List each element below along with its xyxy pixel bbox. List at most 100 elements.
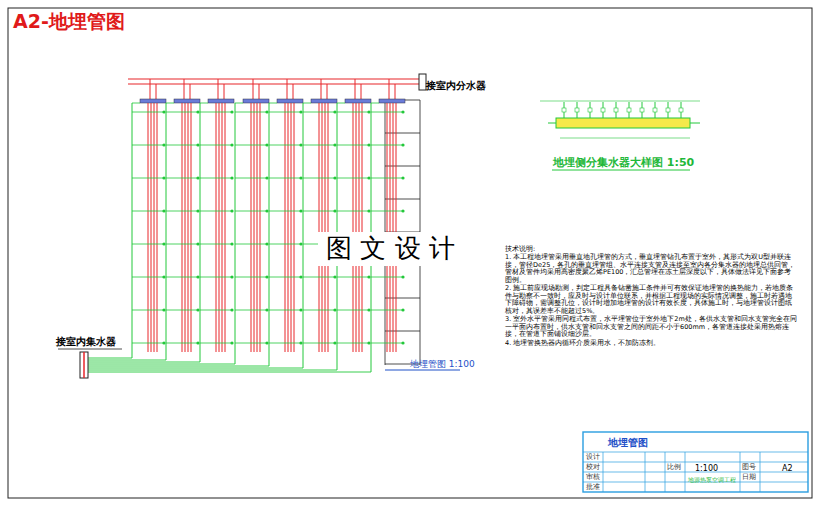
riser-pipe [361,84,362,100]
borehole-pipe [393,103,394,352]
drawing-label: 接室内集水器 [56,336,116,348]
title-block-cell: 1:100 [695,464,718,473]
borehole-dot [299,341,302,344]
borehole-dot [333,275,336,278]
valve-symbol [666,108,670,112]
borehole-dot [299,308,302,311]
dimension-line [540,101,700,102]
borehole-dot [230,176,233,179]
collector-header [140,99,166,103]
borehole-dot [230,209,233,212]
riser-pipe [253,79,254,100]
riser-pipe [156,84,157,100]
riser-pipe [150,79,151,100]
return-pipe [235,103,236,364]
supply-main [128,83,420,84]
branch-pipe [166,103,174,104]
branch-pipe [166,277,198,278]
detail-pipe [548,123,556,124]
borehole-pipe [257,103,258,352]
branch-pipe [371,277,403,278]
branch-pipe [337,103,345,104]
branch-pipe [371,211,403,212]
branch-pipe [303,103,311,104]
branch-pipe [235,277,267,278]
branch-pipe [337,145,369,146]
collector-header [345,99,371,103]
branch-pipe [235,145,267,146]
branch-pipe [269,343,301,344]
borehole-pipe [157,103,158,352]
manifold-symbol [419,74,426,90]
branch-pipe [303,145,335,146]
table-line [645,452,646,492]
branch-pipe [337,343,369,344]
branch-pipe [269,103,277,104]
detail-pipe [690,123,700,124]
borehole-pipe [182,103,183,352]
borehole-dot [162,143,165,146]
borehole-pipe [285,103,286,352]
branch-pipe [235,112,267,113]
borehole-dot [299,209,302,212]
borehole-dot [299,143,302,146]
sheet-title: A2-地埋管图 [13,11,125,33]
borehole-dot [333,308,336,311]
borehole-dot [230,110,233,113]
title-block-cell: 比例 [667,464,681,471]
branch-pipe [132,178,164,179]
return-pipe [269,103,270,366]
branch-pipe [269,211,301,212]
collector-header [277,99,303,103]
branch-pipe [371,145,403,146]
branch-pipe [371,343,403,344]
branch-pipe [303,310,335,311]
branch-pipe [132,277,164,278]
branch-pipe [337,211,369,212]
table-line [685,452,686,492]
manifold-symbol [80,352,88,378]
borehole-dot [367,176,370,179]
riser-pipe [259,84,260,100]
borehole-dot [230,143,233,146]
dimension-line [560,138,690,139]
title-block-cell: 设计 [586,454,600,461]
branch-pipe [132,343,164,344]
branch-pipe [337,277,369,278]
borehole-dot [299,110,302,113]
collector-header [379,99,405,103]
valve-symbol [588,108,592,112]
borehole-dot [196,242,199,245]
borehole-dot [162,242,165,245]
borehole-dot [196,308,199,311]
borehole-dot [196,176,199,179]
borehole-pipe [254,103,255,352]
borehole-pipe [288,103,289,352]
branch-pipe [371,112,403,113]
watermark: 图 文 设 计 [318,232,463,266]
return-pipe [303,103,304,368]
borehole-pipe [219,103,220,352]
branch-pipe [235,310,267,311]
borehole-dot [230,308,233,311]
borehole-dot [162,110,165,113]
borehole-pipe [353,103,354,352]
borehole-pipe [148,103,149,352]
branch-pipe [235,211,267,212]
drawing-label: 地埋管图 1:100 [410,359,475,369]
manifold-symbol [83,352,85,378]
manifold-detail [556,118,690,128]
title-block-cell: A2 [782,464,793,473]
borehole-pipe [396,103,397,352]
table-line [603,452,604,492]
borehole-dot [196,341,199,344]
return-main [88,366,269,367]
title-block-cell: 校对 [586,464,600,471]
title-block-cell: 日期 [742,474,756,481]
branch-pipe [235,103,243,104]
branch-pipe [166,112,198,113]
branch-pipe [269,310,301,311]
borehole-dot [333,176,336,179]
branch-pipe [303,277,335,278]
